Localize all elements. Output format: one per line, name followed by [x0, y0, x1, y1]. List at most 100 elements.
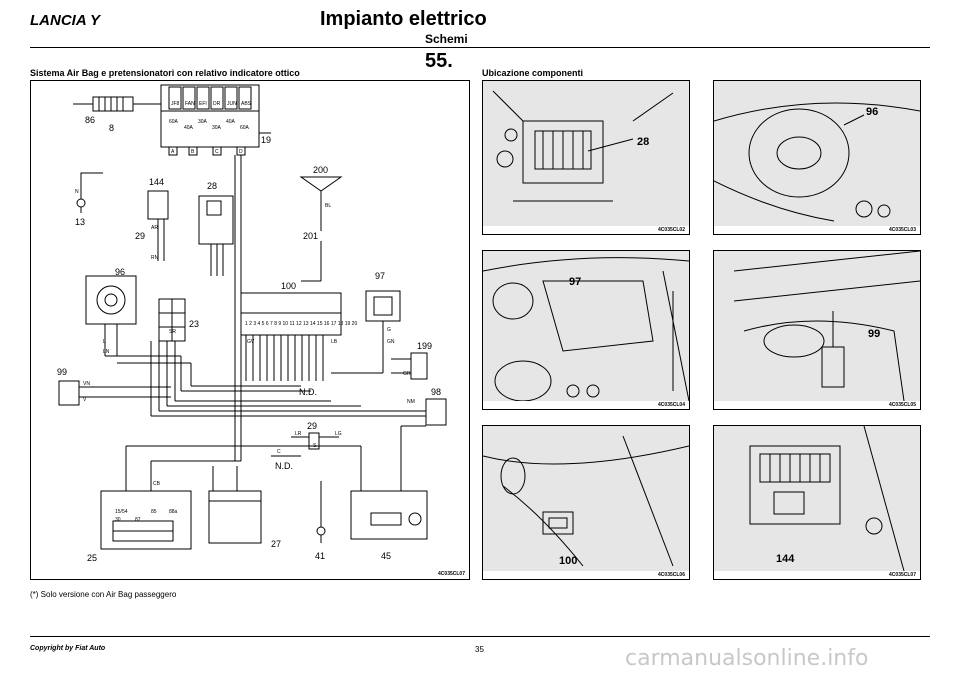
wire-g: G — [387, 327, 391, 333]
fuse-value-5: 40A — [226, 119, 236, 125]
fuse-value-6: 60A — [240, 125, 250, 131]
watermark: carmanualsonline.info — [625, 646, 869, 671]
wire-lb: LB — [331, 339, 338, 345]
label-100: 100 — [281, 281, 296, 291]
photo-component-100: 100 4C035CL06 — [482, 425, 690, 580]
components-section-title: Ubicazione componenti — [482, 68, 584, 78]
relay-mark-3: 87 — [135, 517, 141, 523]
label-99: 99 — [57, 367, 67, 377]
label-98: 98 — [431, 387, 441, 397]
label-86: 86 — [85, 115, 95, 125]
label-28: 28 — [207, 181, 217, 191]
photo-28-code: 4C035CL02 — [658, 227, 685, 233]
wiring-diagram-panel: 86 8 19 13 144 28 200 29 201 96 23 100 9… — [30, 80, 470, 580]
fuse-name-3: EFI — [199, 101, 207, 107]
photo-99-illustration: 99 — [714, 250, 921, 402]
fuse-value-2: 40A — [184, 125, 194, 131]
label-25: 25 — [87, 553, 97, 563]
photo-97-illustration: 97 — [482, 251, 690, 402]
header-brand: LANCIA Y — [30, 12, 101, 29]
wire-rn: RN — [151, 255, 159, 261]
label-13: 13 — [75, 217, 85, 227]
footer-rule — [30, 636, 930, 637]
wiring-drawing-code: 4C035CL07 — [438, 571, 465, 577]
photo-97-code: 4C035CL04 — [658, 402, 685, 408]
photo-144-illustration: 144 — [714, 425, 920, 572]
relay-mark-5: 88a — [169, 509, 178, 515]
photo-96-code: 4C035CL03 — [889, 227, 916, 233]
fuse-name-4: DR — [213, 101, 221, 107]
photo-component-99: 99 4C035CL05 — [713, 250, 921, 410]
footnote: (*) Solo versione con Air Bag passeggero — [30, 590, 177, 599]
fuse-name-6: ABS — [241, 101, 252, 107]
relay-mark-4: 85 — [151, 509, 157, 515]
photo-144-label: 144 — [776, 553, 795, 565]
label-nd2: N.D. — [275, 461, 293, 471]
footer-page-number: 35 — [475, 645, 484, 654]
relay-mark-2: 30 — [115, 517, 121, 523]
label-144: 144 — [149, 177, 164, 187]
label-27: 27 — [271, 539, 281, 549]
ecu-pin-row: 1 2 3 4 5 6 7 8 9 10 11 12 13 14 15 16 1… — [245, 321, 357, 327]
wire-gn: GN — [387, 339, 395, 345]
wire-n-13: N — [75, 189, 79, 195]
photo-99-label: 99 — [868, 328, 880, 340]
connector-c: C — [215, 149, 219, 155]
photo-component-28: 28 4C035CL02 — [482, 80, 690, 235]
page-number: 55. — [425, 50, 453, 72]
wire-bl-200: BL — [325, 203, 331, 209]
wiring-section-title: Sistema Air Bag e pretensionatori con re… — [30, 68, 300, 78]
photo-100-illustration: 100 — [482, 426, 690, 571]
label-201: 201 — [303, 231, 318, 241]
photo-28-illustration: 28 — [483, 81, 689, 226]
fuse-name-2: FAN — [185, 101, 195, 107]
photo-97-label: 97 — [569, 276, 581, 288]
photo-100-label: 100 — [559, 555, 577, 567]
wire-ar: AR — [151, 225, 158, 231]
photo-component-96: 96 4C035CL03 — [713, 80, 921, 235]
wire-vn: VN — [83, 381, 90, 387]
photo-96-label: 96 — [866, 106, 878, 118]
label-41: 41 — [315, 551, 325, 561]
label-8: 8 — [109, 123, 114, 133]
photo-99-code: 4C035CL05 — [889, 402, 916, 408]
label-23: 23 — [189, 319, 199, 329]
page-subtitle: Schemi — [425, 32, 468, 46]
label-200: 200 — [313, 165, 328, 175]
fuse-value-3: 30A — [198, 119, 208, 125]
wire-nm: NM — [407, 399, 415, 405]
label-nd1: N.D. — [299, 387, 317, 397]
photo-component-144: 144 4C035CL07 — [713, 425, 921, 580]
label-29b: 29 — [307, 421, 317, 431]
connector-d: D — [239, 149, 243, 155]
wiring-diagram: 86 8 19 13 144 28 200 29 201 96 23 100 9… — [57, 84, 447, 563]
label-19: 19 — [261, 135, 271, 145]
wire-cb: CB — [153, 481, 161, 487]
fuse-name-5: JUN — [227, 101, 237, 107]
fuse-value-4: 30A — [212, 125, 222, 131]
photo-component-97: 97 4C035CL04 — [482, 250, 690, 410]
page-title: Impianto elettrico — [320, 8, 487, 30]
wire-v: V — [83, 397, 87, 403]
photo-144-code: 4C035CL07 — [889, 572, 916, 578]
wire-l: L — [103, 339, 106, 345]
wire-c: C — [277, 449, 281, 455]
wire-ln: LN — [103, 349, 110, 355]
relay-mark-1: 15/54 — [115, 509, 128, 515]
fuse-value-1: 60A — [169, 119, 179, 125]
wire-sr: SR — [169, 329, 176, 335]
wire-lr: LR — [295, 431, 302, 437]
connector-b: B — [191, 149, 195, 155]
wire-lg: LG — [335, 431, 342, 437]
label-45: 45 — [381, 551, 391, 561]
fuse-name-1: JF8 — [171, 101, 180, 107]
label-96: 96 — [115, 267, 125, 277]
wire-gv: GV — [247, 339, 255, 345]
wire-gr: GR — [403, 371, 411, 377]
header-rule — [30, 47, 930, 48]
label-29a: 29 — [135, 231, 145, 241]
wire-s: S — [313, 443, 317, 449]
photo-28-label: 28 — [637, 136, 649, 148]
photo-100-code: 4C035CL06 — [658, 572, 685, 578]
connector-a: A — [171, 149, 175, 155]
